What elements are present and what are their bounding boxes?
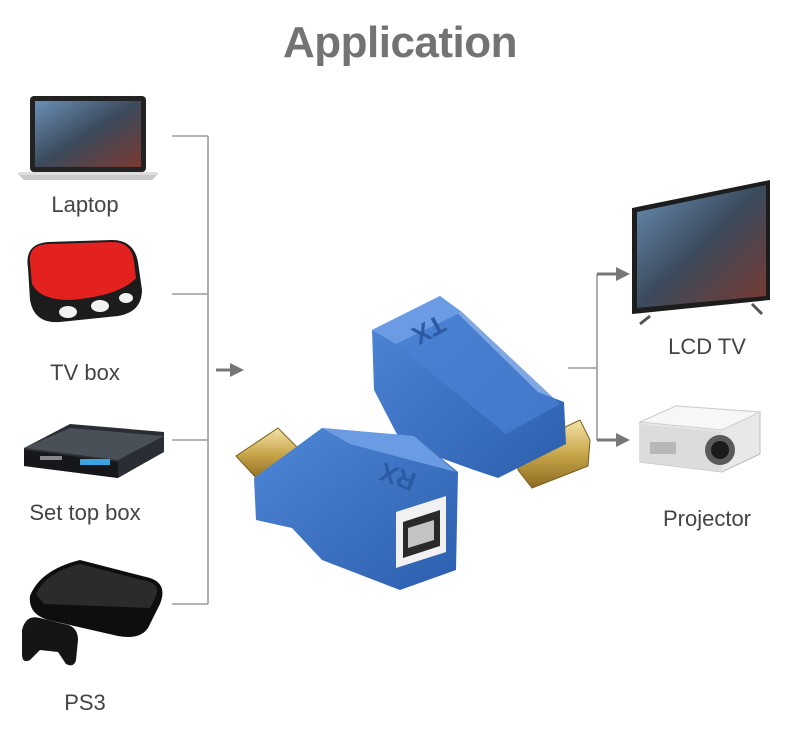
output-arrow-projector [597, 433, 630, 447]
source-label-laptop: Laptop [51, 192, 119, 217]
diagram-title: Application [282, 18, 518, 67]
output-connector-lines [568, 274, 598, 440]
source-label-ps3: PS3 [64, 690, 106, 715]
tv-box-icon [27, 240, 142, 323]
output-arrow-tv [597, 267, 630, 281]
rx-adapter-icon: RX [235, 427, 458, 590]
source-label-set-top-box: Set top box [29, 500, 141, 525]
ps3-console-icon [22, 560, 163, 666]
input-arrow [216, 363, 244, 377]
source-label-tv-box: TV box [50, 360, 120, 385]
lcd-tv-icon [632, 180, 770, 326]
source-connector-lines [172, 135, 209, 605]
laptop-icon [18, 96, 158, 180]
projector-icon [638, 405, 762, 473]
set-top-box-icon [24, 424, 164, 478]
tx-adapter-icon: TX [372, 296, 591, 489]
output-label-lcd-tv: LCD TV [668, 334, 746, 359]
output-label-projector: Projector [662, 506, 752, 531]
